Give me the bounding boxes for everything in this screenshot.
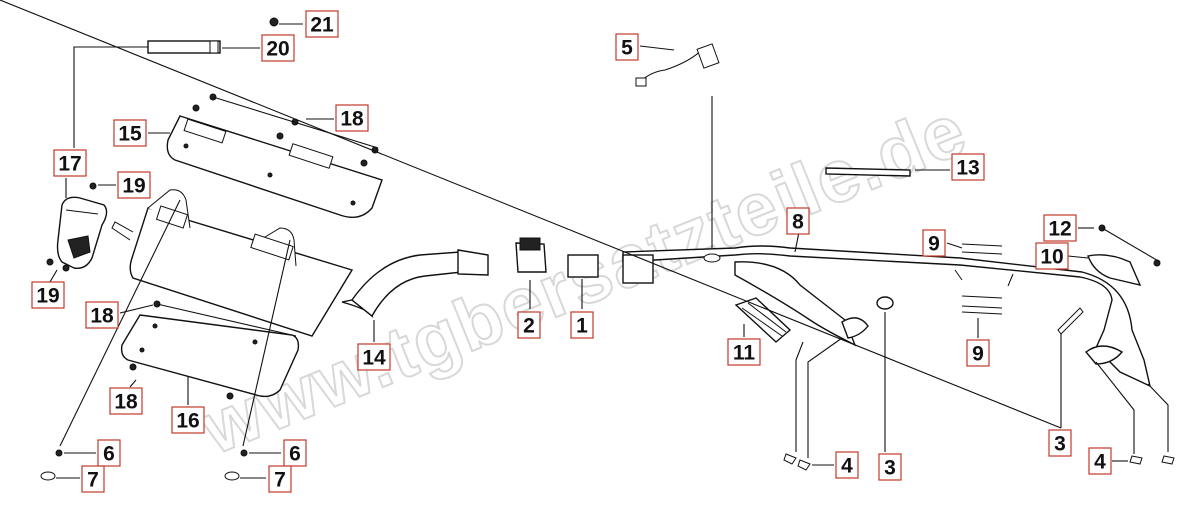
- svg-text:17: 17: [58, 153, 81, 176]
- svg-text:19: 19: [122, 175, 145, 198]
- callout-2: 2: [517, 311, 541, 339]
- svg-text:13: 13: [956, 157, 979, 180]
- fasteners: [40, 93, 1175, 481]
- gasket-sleeve: [567, 254, 599, 278]
- svg-text:19: 19: [36, 285, 59, 308]
- callout-18-top: 18: [335, 104, 369, 132]
- svg-text:7: 7: [87, 469, 99, 492]
- callout-21: 21: [305, 10, 339, 38]
- svg-text:9: 9: [972, 343, 984, 366]
- callout-10: 10: [1035, 242, 1069, 270]
- callout-19-bottom: 19: [31, 281, 65, 309]
- svg-text:3: 3: [884, 457, 896, 480]
- svg-text:20: 20: [266, 38, 289, 61]
- callout-13: 13: [951, 153, 985, 181]
- heat-shield-right: [1087, 254, 1142, 286]
- flange-clamps: [961, 243, 1003, 315]
- svg-text:9: 9: [928, 233, 940, 256]
- stud: [825, 167, 911, 177]
- gasket-ring-far: [1057, 307, 1084, 335]
- callout-1: 1: [570, 311, 594, 339]
- svg-text:6: 6: [289, 443, 301, 466]
- svg-text:14: 14: [362, 347, 386, 370]
- svg-text:11: 11: [733, 342, 756, 365]
- svg-text:12: 12: [1048, 218, 1071, 241]
- callout-15: 15: [113, 119, 147, 147]
- callout-4-right: 4: [1088, 447, 1112, 475]
- callout-9-lower: 9: [966, 339, 990, 367]
- svg-text:8: 8: [792, 211, 804, 234]
- svg-text:16: 16: [176, 410, 199, 433]
- svg-text:6: 6: [103, 443, 115, 466]
- svg-text:1: 1: [576, 315, 588, 338]
- callout-18-low: 18: [109, 387, 143, 415]
- callout-3-center: 3: [878, 453, 902, 481]
- cap-nut: [269, 17, 279, 27]
- heat-guard: [734, 297, 792, 343]
- header-pipe: [351, 249, 489, 318]
- callout-11: 11: [727, 338, 761, 366]
- svg-text:3: 3: [1054, 433, 1066, 456]
- callout-7-right: 7: [268, 465, 292, 493]
- svg-text:10: 10: [1040, 246, 1063, 269]
- callout-6-right: 6: [283, 439, 307, 467]
- callout-17: 17: [53, 149, 87, 177]
- heat-shield-lower: [120, 314, 300, 398]
- callout-5: 5: [615, 33, 639, 61]
- callout-18-mid: 18: [85, 301, 119, 329]
- callout-6-left: 6: [97, 439, 121, 467]
- callout-14: 14: [357, 343, 391, 371]
- svg-text:18: 18: [114, 391, 138, 414]
- end-cap: [56, 196, 108, 269]
- callout-20: 20: [261, 34, 295, 62]
- callout-8: 8: [786, 207, 810, 235]
- leader-lines: [0, 0, 1169, 479]
- oxygen-sensor: [635, 43, 720, 87]
- clamp: [515, 237, 547, 273]
- callout-3-right: 3: [1048, 429, 1072, 457]
- svg-text:15: 15: [118, 123, 142, 146]
- heat-shield-upper: [166, 115, 383, 218]
- rod: [147, 40, 221, 54]
- callout-7-left: 7: [81, 465, 105, 493]
- callout-12: 12: [1043, 214, 1077, 242]
- svg-text:5: 5: [621, 37, 633, 60]
- svg-text:4: 4: [841, 455, 853, 478]
- callout-9-upper: 9: [922, 229, 946, 257]
- main-pipe: [622, 245, 1152, 388]
- svg-text:7: 7: [274, 469, 286, 492]
- svg-text:21: 21: [310, 14, 334, 37]
- muffler: [111, 189, 374, 337]
- callout-19-top: 19: [117, 171, 151, 199]
- svg-text:4: 4: [1094, 451, 1106, 474]
- callout-16: 16: [171, 406, 205, 434]
- callout-4-center: 4: [835, 451, 859, 479]
- svg-text:18: 18: [90, 305, 114, 328]
- svg-text:18: 18: [340, 108, 364, 131]
- gasket-ring-right: [876, 296, 894, 310]
- svg-text:2: 2: [523, 315, 535, 338]
